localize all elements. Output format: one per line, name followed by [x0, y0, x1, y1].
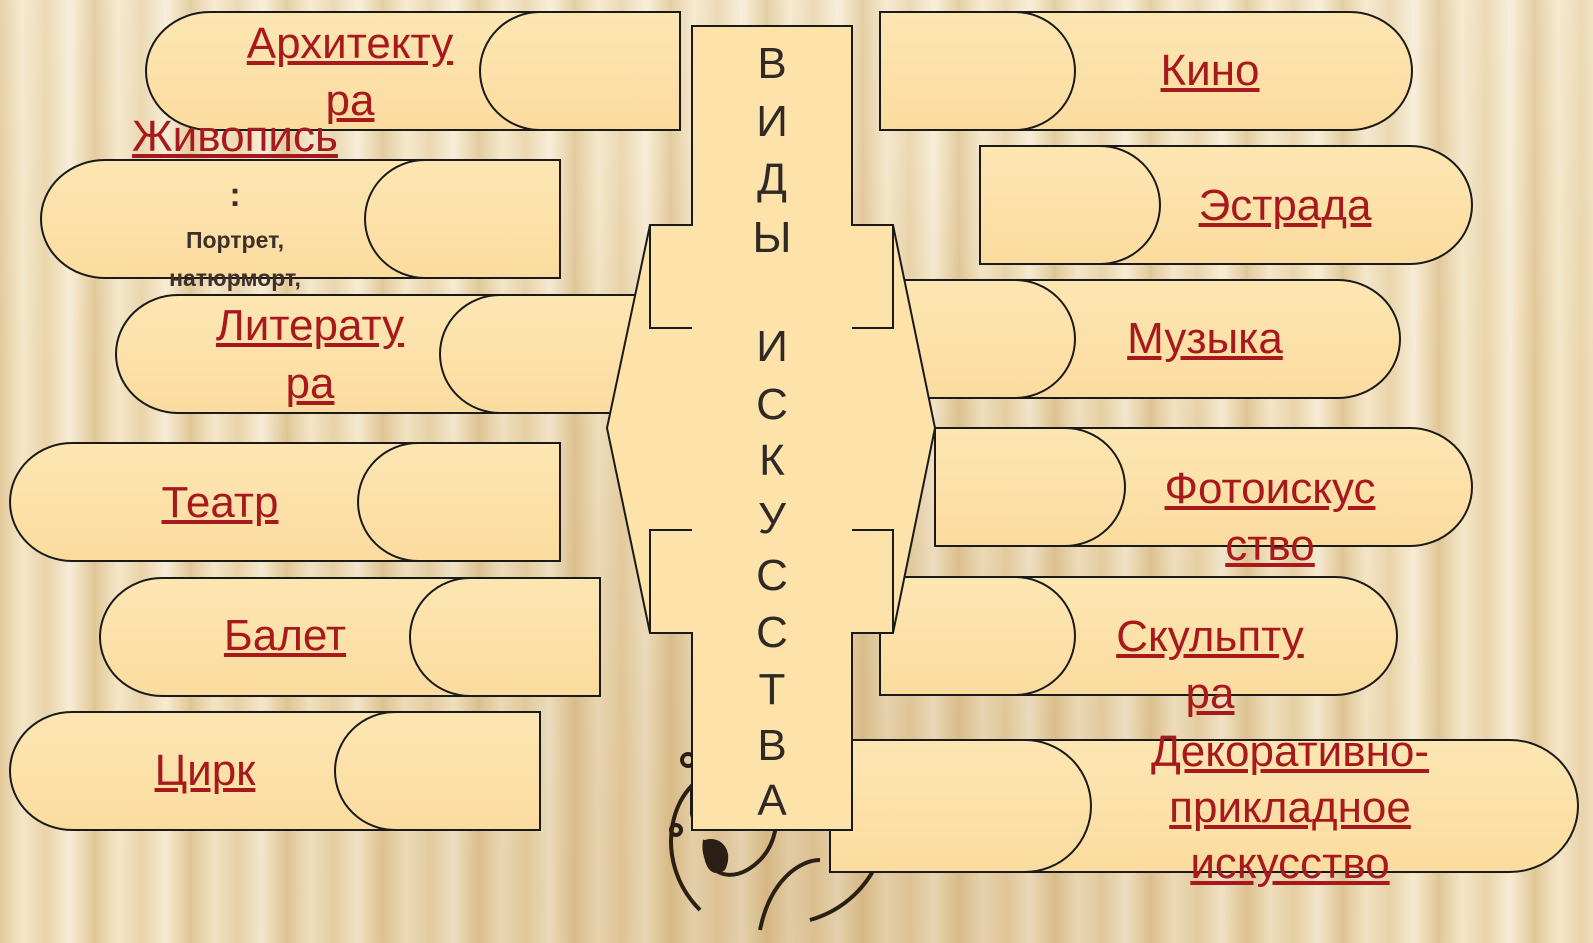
- link-ballet[interactable]: Балет: [160, 607, 410, 665]
- link-literature-line1[interactable]: Литерату: [185, 297, 435, 355]
- link-circus[interactable]: Цирк: [80, 742, 330, 800]
- painting-subtext-2: натюрморт,: [105, 265, 365, 292]
- title-letter: Ы: [742, 209, 802, 267]
- link-painting[interactable]: Живопись: [105, 108, 365, 166]
- link-photo-line2[interactable]: ство: [1130, 517, 1410, 575]
- title-letter: У: [742, 490, 802, 548]
- link-literature-line2[interactable]: ра: [185, 355, 435, 413]
- painting-subtext-1: Портрет,: [105, 227, 365, 254]
- link-cinema[interactable]: Кино: [1085, 42, 1335, 100]
- title-letter: А: [742, 772, 802, 830]
- title-letter: В: [742, 35, 802, 93]
- link-sculpture-line2[interactable]: ра: [1080, 665, 1340, 723]
- title-letter: И: [742, 93, 802, 151]
- title-letter: К: [742, 432, 802, 490]
- title-letter: С: [742, 376, 802, 434]
- link-decorative-line1[interactable]: Декоративно-: [1120, 723, 1460, 781]
- link-music[interactable]: Музыка: [1080, 310, 1330, 368]
- link-decorative-line2[interactable]: прикладное: [1120, 779, 1460, 837]
- link-theatre[interactable]: Театр: [90, 474, 350, 532]
- title-letter: В: [742, 717, 802, 775]
- link-architecture-line1[interactable]: Архитекту: [225, 15, 475, 73]
- painting-colon: :: [105, 180, 365, 210]
- title-letter: С: [742, 547, 802, 605]
- link-photo-line1[interactable]: Фотоискус: [1130, 460, 1410, 518]
- title-letter: Д: [742, 151, 802, 209]
- link-sculpture-line1[interactable]: Скульпту: [1080, 608, 1340, 666]
- pill-painting[interactable]: [41, 160, 560, 278]
- title-letter: Т: [742, 661, 802, 719]
- link-estrada[interactable]: Эстрада: [1160, 177, 1410, 235]
- title-letter: И: [742, 318, 802, 376]
- title-letter: С: [742, 604, 802, 662]
- link-decorative-line3[interactable]: искусство: [1120, 835, 1460, 893]
